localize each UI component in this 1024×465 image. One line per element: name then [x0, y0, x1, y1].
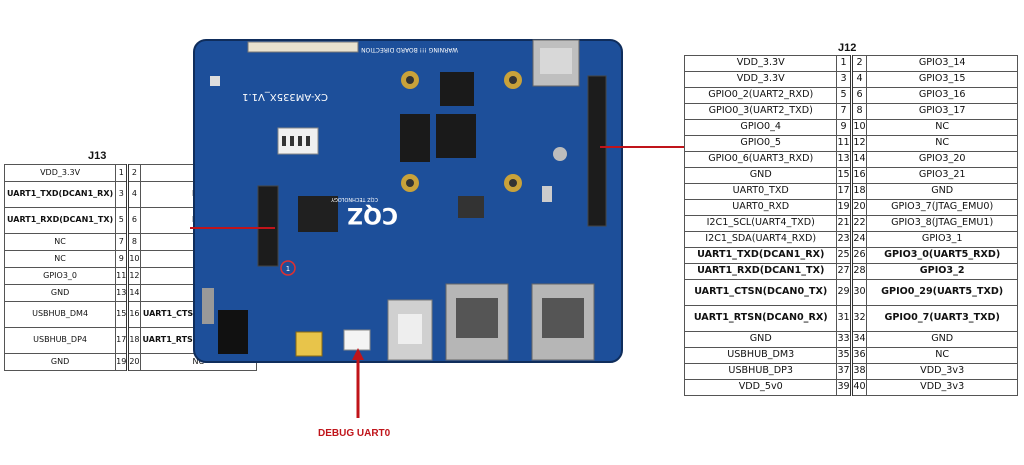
- board-name: CX-AM335X_V1.1: [242, 91, 328, 102]
- memory-chip: [440, 72, 474, 106]
- pin1-marker: [280, 260, 296, 276]
- usb-hub-chip: [458, 196, 484, 218]
- debug-callout-arrow: [352, 348, 364, 360]
- j12-signal-right: GPIO0_7(UART3_TXD): [866, 305, 1018, 332]
- memory-chip: [400, 114, 430, 162]
- j13-pin-odd: 9: [115, 250, 130, 268]
- j13-pin-odd: 13: [115, 284, 130, 302]
- j12-signal-right: VDD_3v3: [866, 379, 1018, 396]
- j13-pin-even: 18: [127, 327, 141, 354]
- j12-pin-even: 40: [850, 379, 868, 396]
- brand-subtext: CQZ TECHNOLOGY: [330, 196, 378, 202]
- j12-title: J12: [838, 42, 857, 54]
- j12-signal-left: VDD_5v0: [683, 379, 838, 396]
- phy-chip: [298, 196, 338, 232]
- j13-signal-left: USBHUB_DM4: [3, 301, 117, 328]
- j13-pin-even: 4: [127, 181, 141, 208]
- j13-title: J13: [88, 150, 107, 162]
- battery-icon: [553, 147, 567, 161]
- warning-text: WARNING !!! BOARD DIRECTION: [361, 46, 458, 53]
- j12-pin-odd: 19: [836, 199, 853, 216]
- j13-pin-odd: 19: [115, 353, 130, 371]
- lcd-connector: [247, 41, 359, 53]
- j12-signal-left: UART1_RTSN(DCAN0_RX): [683, 305, 838, 332]
- j12-header: [587, 75, 607, 227]
- power-switch: [202, 288, 214, 324]
- j12-pin-odd: 23: [836, 231, 853, 248]
- brand-logo: CQZ: [347, 202, 398, 227]
- debug-uart-label: DEBUG UART0: [318, 428, 391, 439]
- j13-pin-odd: 17: [115, 327, 130, 354]
- pcb: [194, 40, 622, 362]
- j13-pin-even: 2: [127, 164, 141, 182]
- j12-pin-odd: 39: [836, 379, 853, 396]
- pin1-marker-label: 1: [286, 265, 290, 273]
- j13-signal-left: UART1_RXD(DCAN1_TX): [3, 207, 117, 234]
- j13-pin-even: 16: [127, 301, 141, 328]
- reset-button: [210, 76, 220, 86]
- mini-usb-port: [295, 331, 323, 357]
- j13-header: [257, 185, 279, 267]
- j13-signal-left: UART1_TXD(DCAN1_RX): [3, 181, 117, 208]
- power-jack: [218, 310, 248, 354]
- j13-pin-even: 20: [127, 353, 141, 371]
- j13-pin-even: 6: [127, 207, 141, 234]
- j13-pin-odd: 1: [115, 164, 130, 182]
- j13-pin-odd: 7: [115, 233, 130, 251]
- board-photo: WARNING !!! BOARD DIRECTION CX-AM335X_V1…: [193, 39, 623, 363]
- j12-signal-left: UART1_CTSN(DCAN0_TX): [683, 279, 838, 306]
- cpu-chip: [436, 114, 476, 158]
